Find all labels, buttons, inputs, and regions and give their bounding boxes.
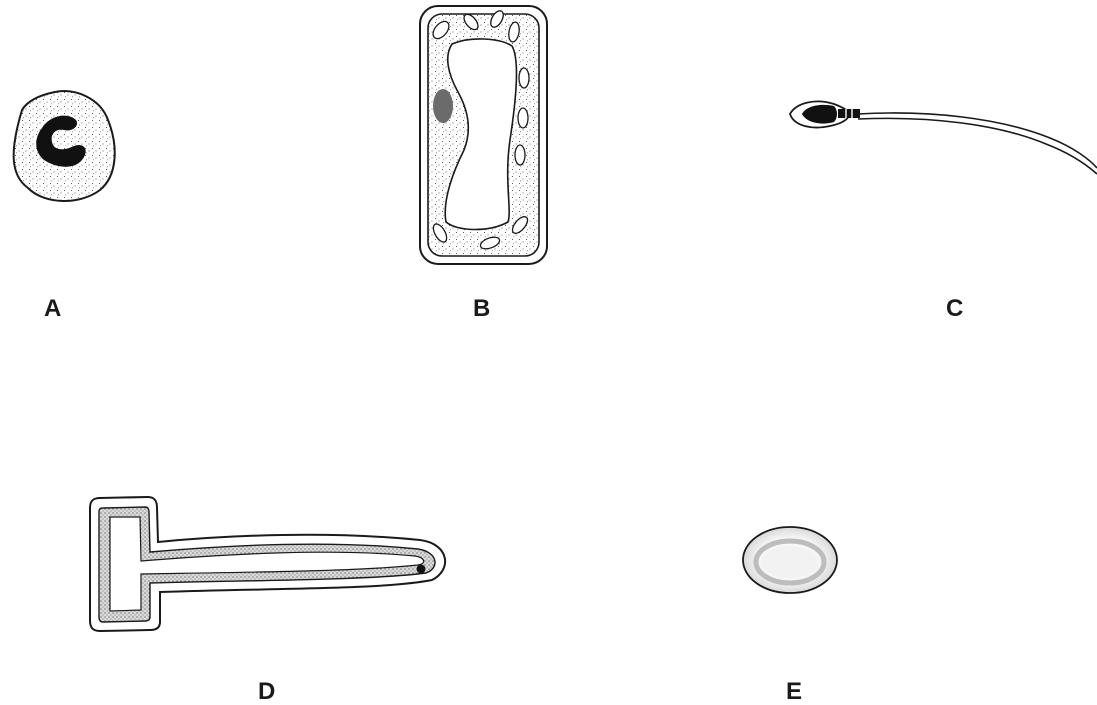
cell-a-membrane xyxy=(14,91,115,201)
cell-e-center xyxy=(762,546,818,578)
label-d: D xyxy=(258,680,275,704)
cell-d-root-hair-cell xyxy=(90,497,445,631)
label-a: A xyxy=(44,297,61,321)
label-b: B xyxy=(473,297,490,321)
label-e: E xyxy=(786,680,802,704)
cell-c-sperm-cell xyxy=(790,101,1097,174)
cell-b-nucleus xyxy=(433,89,453,123)
cell-b-plant-cell xyxy=(420,6,547,264)
cell-e-red-blood-cell xyxy=(743,527,837,593)
cell-c-midpiece xyxy=(838,109,860,118)
cell-c-tail-inner xyxy=(858,118,1097,174)
label-c: C xyxy=(946,297,963,321)
cell-a-white-blood-cell xyxy=(14,91,115,201)
cell-d-nucleus xyxy=(417,565,426,574)
cell-c-tail xyxy=(858,113,1097,168)
